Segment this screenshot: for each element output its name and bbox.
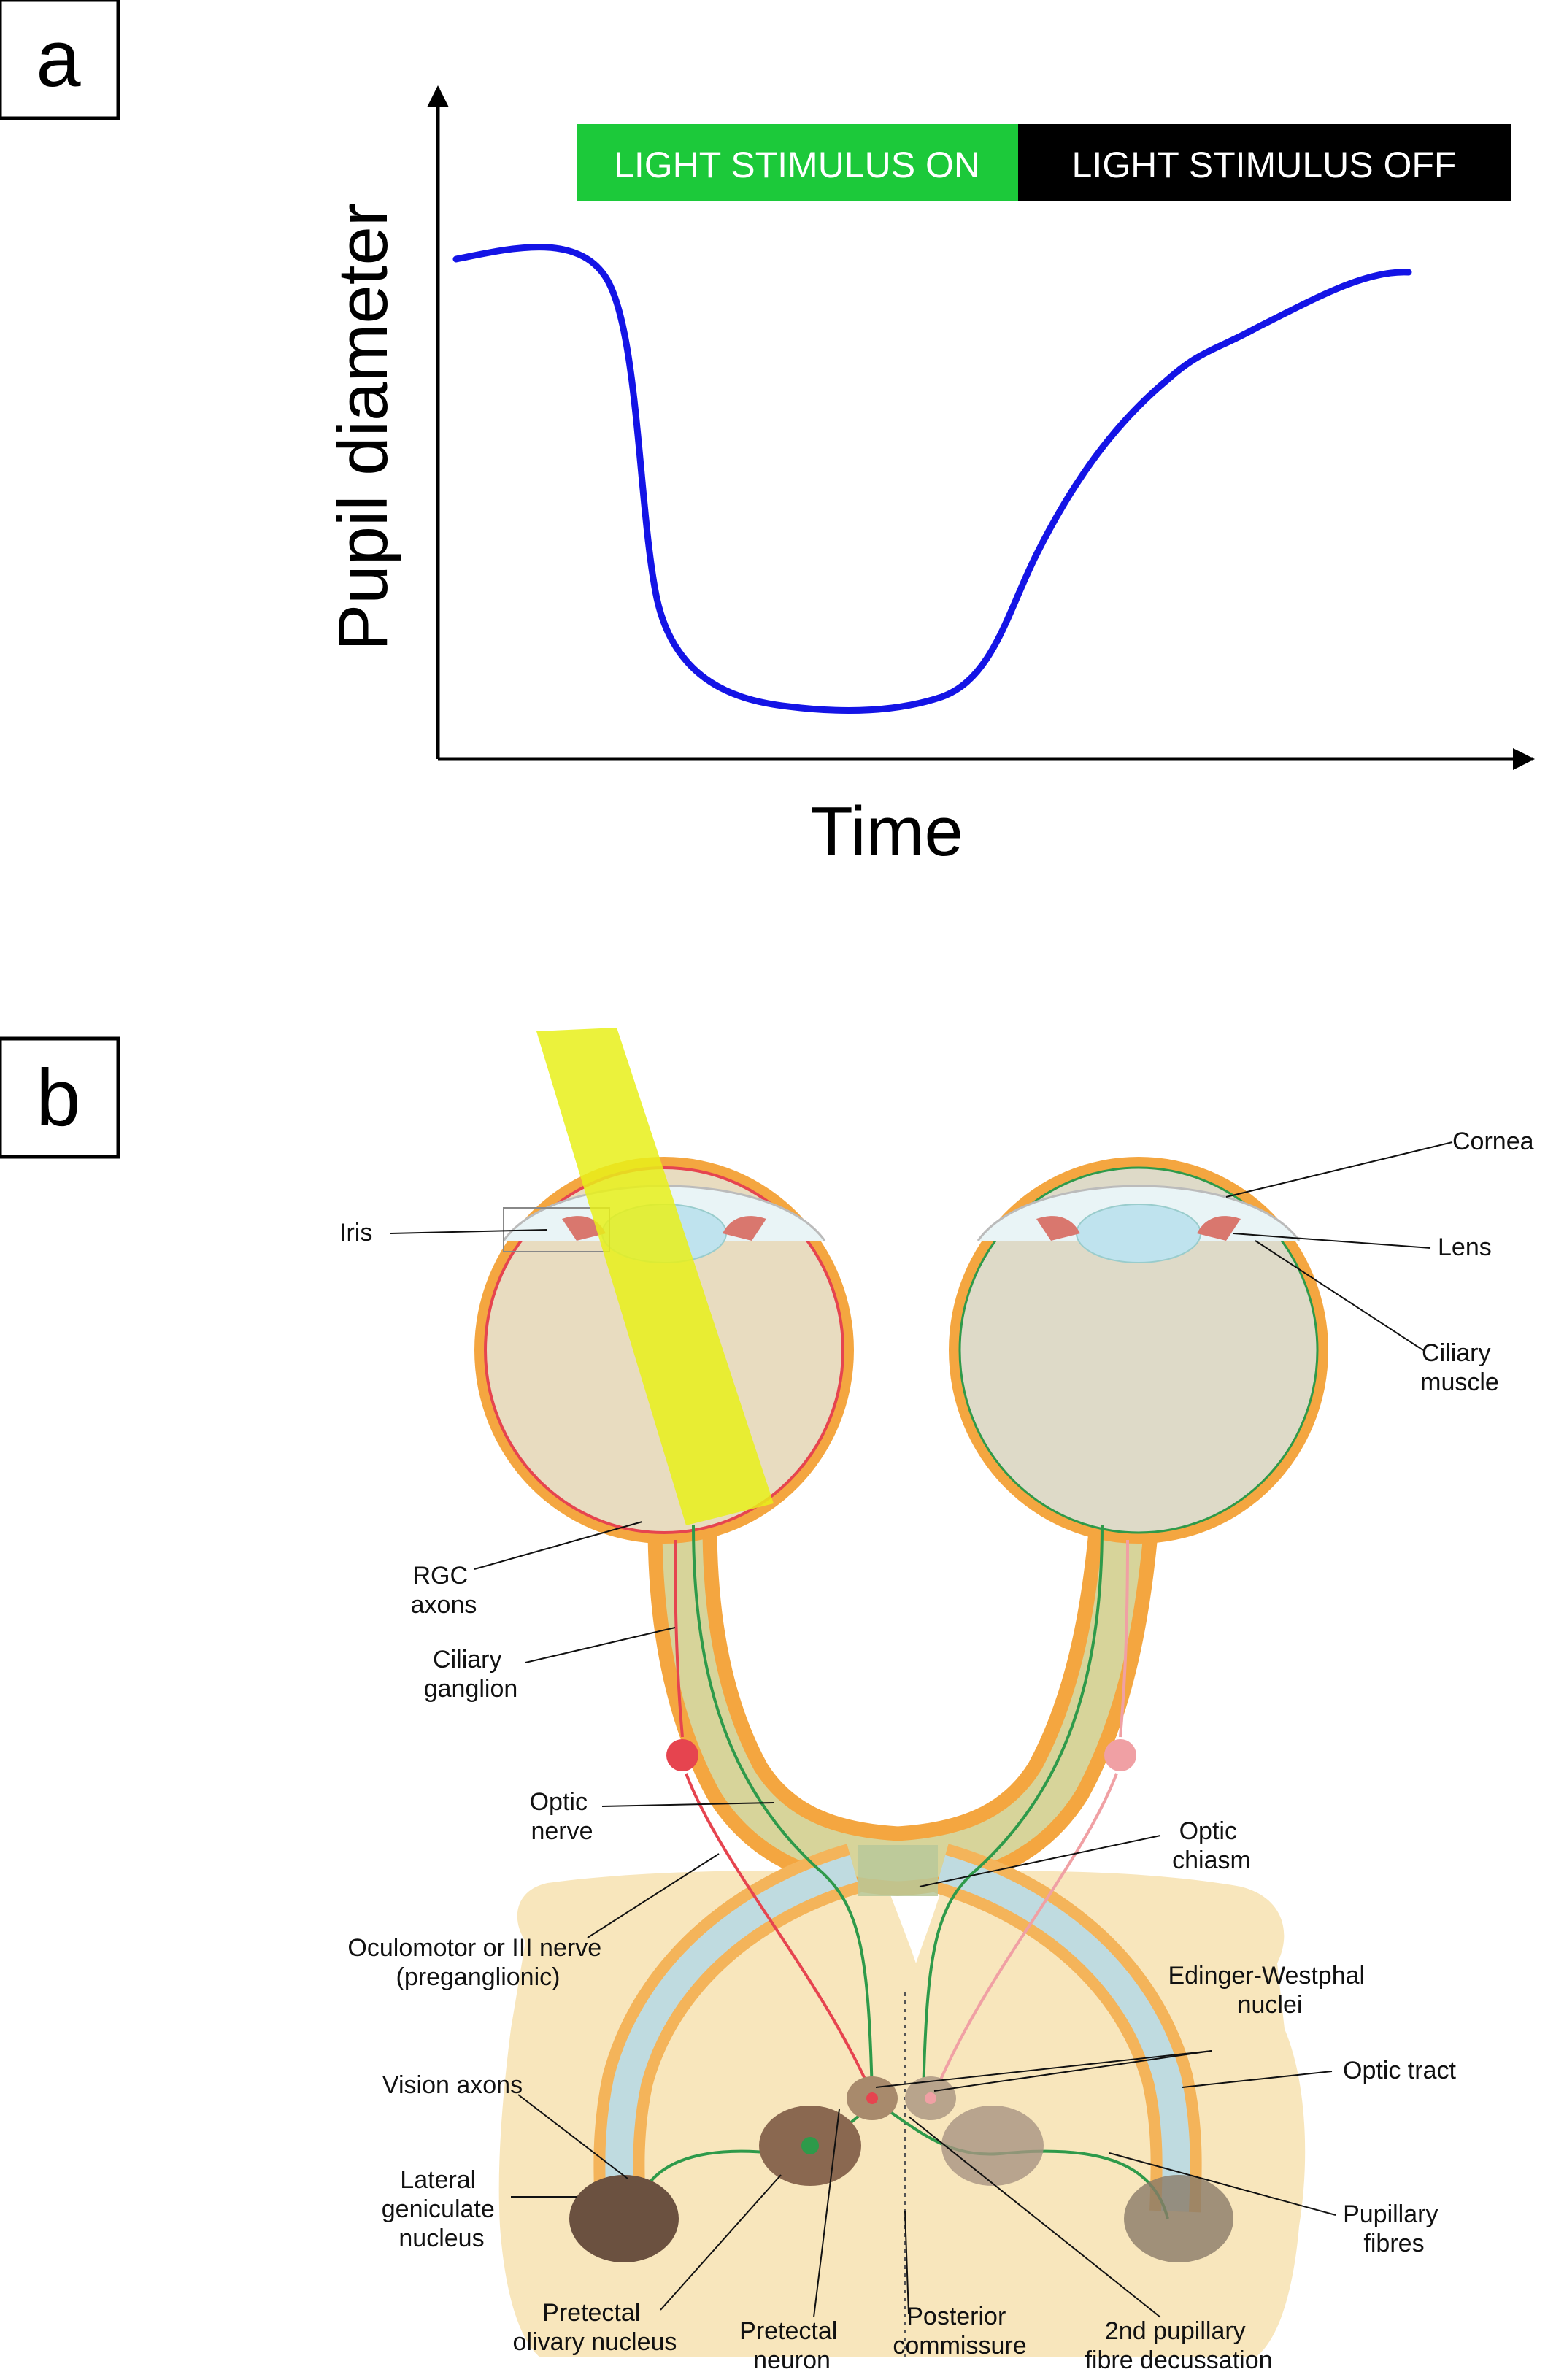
x-axis-title: Time: [810, 793, 963, 871]
label-lens: Lens: [1438, 1233, 1492, 1261]
oculomotor-nerve-left: [685, 1773, 874, 2095]
label-pretectal-neuron-line2: neuron: [753, 2346, 831, 2374]
label-cornea: Cornea: [1452, 1128, 1534, 1155]
label-ciliary-ganglion: Ciliary ganglion: [424, 1646, 518, 1703]
label-ciliary-ganglion-line1: Ciliary: [433, 1646, 501, 1674]
label-edinger-westphal: Edinger-Westphal nuclei: [1168, 1962, 1371, 2019]
optic-nerve-inner: [662, 1505, 1144, 1882]
right-eye-vitreous: [960, 1168, 1317, 1533]
lgn-left: [569, 2175, 679, 2262]
label-edinger-line1: Edinger-Westphal: [1168, 1962, 1365, 1990]
label-pupillary-fibres: Pupillary fibres: [1343, 2200, 1445, 2257]
panel-a-letter-box: [0, 0, 120, 120]
label-lgn-line1: Lateral: [400, 2166, 476, 2194]
label-lgn-line3: nucleus: [398, 2225, 484, 2252]
label-optic-chiasm: Optic chiasm: [1172, 1817, 1251, 1874]
right-eye: [949, 1157, 1328, 1544]
pretectal-neuron-dot: [801, 2137, 819, 2154]
label-pretectal-olivary-line2: olivary nucleus: [513, 2328, 677, 2356]
ciliary-ganglion-right: [1104, 1739, 1136, 1771]
panel-a-letter: a: [36, 14, 81, 104]
label-oculomotor: Oculomotor or III nerve (preganglionic): [347, 1934, 608, 1991]
label-rgc-axons-line2: axons: [411, 1591, 477, 1619]
label-decussation: 2nd pupillary fibre decussation: [1085, 2317, 1272, 2374]
label-ciliary-muscle: Ciliary muscle: [1420, 1339, 1499, 1396]
stimulus-on-banner: [577, 124, 1018, 201]
optic-tract-left-inner: [605, 1855, 858, 2212]
label-lgn: Lateral geniculate nucleus: [382, 2166, 501, 2252]
pretectal-nucleus-right: [941, 2106, 1044, 2186]
label-oculomotor-line1: Oculomotor or III nerve: [347, 1934, 601, 1962]
label-optic-nerve-line2: nerve: [531, 1817, 593, 1845]
stimulus-on-label: LIGHT STIMULUS ON: [614, 145, 980, 185]
right-eye-retina: [958, 1166, 1319, 1534]
label-iris: Iris: [339, 1219, 372, 1247]
label-ciliary-muscle-line2: muscle: [1420, 1368, 1499, 1396]
label-decussation-line1: 2nd pupillary: [1105, 2317, 1246, 2345]
panel-a: a Pupil diameter Time LIGHT STIMULUS ON …: [0, 0, 1535, 871]
label-posterior-commissure-line2: commissure: [893, 2332, 1026, 2360]
label-optic-chiasm-line2: chiasm: [1172, 1846, 1251, 1874]
oculomotor-nerve-right: [933, 1773, 1118, 2095]
label-edinger-line2: nuclei: [1238, 1991, 1303, 2019]
right-eye-lens: [1076, 1204, 1201, 1263]
label-pretectal-olivary-line1: Pretectal: [542, 2299, 640, 2327]
postganglionic-left: [674, 1539, 684, 1738]
left-eye-iris-r: [723, 1216, 766, 1241]
label-posterior-commissure-line1: Posterior: [906, 2303, 1006, 2330]
label-pupillary-fibres-line1: Pupillary: [1343, 2200, 1438, 2228]
light-beam: [536, 1028, 774, 1525]
label-oculomotor-line2: (preganglionic): [396, 1963, 561, 1991]
optic-chiasm-shape: [858, 1845, 938, 1896]
left-eye-retina: [484, 1166, 844, 1534]
ew-neuron-right: [925, 2092, 936, 2104]
stimulus-off-banner: [1018, 124, 1511, 201]
label-decussation-line2: fibre decussation: [1085, 2346, 1272, 2374]
ew-neuron-left: [866, 2092, 878, 2104]
y-axis-title: Pupil diameter: [324, 203, 402, 651]
label-pretectal-neuron: Pretectal neuron: [739, 2317, 844, 2374]
stimulus-off-label: LIGHT STIMULUS OFF: [1072, 145, 1457, 185]
postganglionic-right: [1119, 1539, 1129, 1738]
label-posterior-commissure: Posterior commissure: [893, 2303, 1026, 2360]
rgc-fibre-left: [692, 1525, 874, 2095]
label-pupillary-fibres-line2: fibres: [1363, 2230, 1424, 2257]
right-eye-iris-l: [1036, 1216, 1080, 1241]
label-pretectal-olivary: Pretectal olivary nucleus: [513, 2299, 677, 2356]
panel-b: b: [0, 1028, 1534, 2374]
label-optic-nerve: Optic nerve: [530, 1788, 595, 1845]
label-rgc-axons-line1: RGC: [412, 1562, 468, 1590]
leader-lines: [390, 1141, 1453, 2318]
ciliary-ganglion-left: [666, 1739, 698, 1771]
pupil-diameter-curve: [452, 244, 1412, 715]
panel-b-letter: b: [36, 1053, 80, 1143]
label-optic-chiasm-line1: Optic: [1179, 1817, 1237, 1845]
label-vision-axons: Vision axons: [382, 2071, 523, 2099]
midbrain-notch: [883, 1876, 945, 1963]
panel-b-letter-box: [0, 1036, 120, 1159]
label-ciliary-muscle-line1: Ciliary: [1422, 1339, 1490, 1367]
rgc-fibre-right: [922, 1525, 1104, 2095]
label-rgc-axons: RGC axons: [411, 1562, 477, 1619]
label-optic-nerve-line1: Optic: [530, 1788, 588, 1816]
label-optic-tract: Optic tract: [1343, 2057, 1456, 2084]
label-lgn-line2: geniculate: [382, 2195, 495, 2223]
right-eye-iris-r: [1197, 1216, 1241, 1241]
lgn-right: [1124, 2175, 1233, 2262]
label-ciliary-ganglion-line2: ganglion: [424, 1675, 518, 1703]
optic-tract-right-inner: [937, 1855, 1190, 2212]
label-pretectal-neuron-line1: Pretectal: [739, 2317, 837, 2345]
